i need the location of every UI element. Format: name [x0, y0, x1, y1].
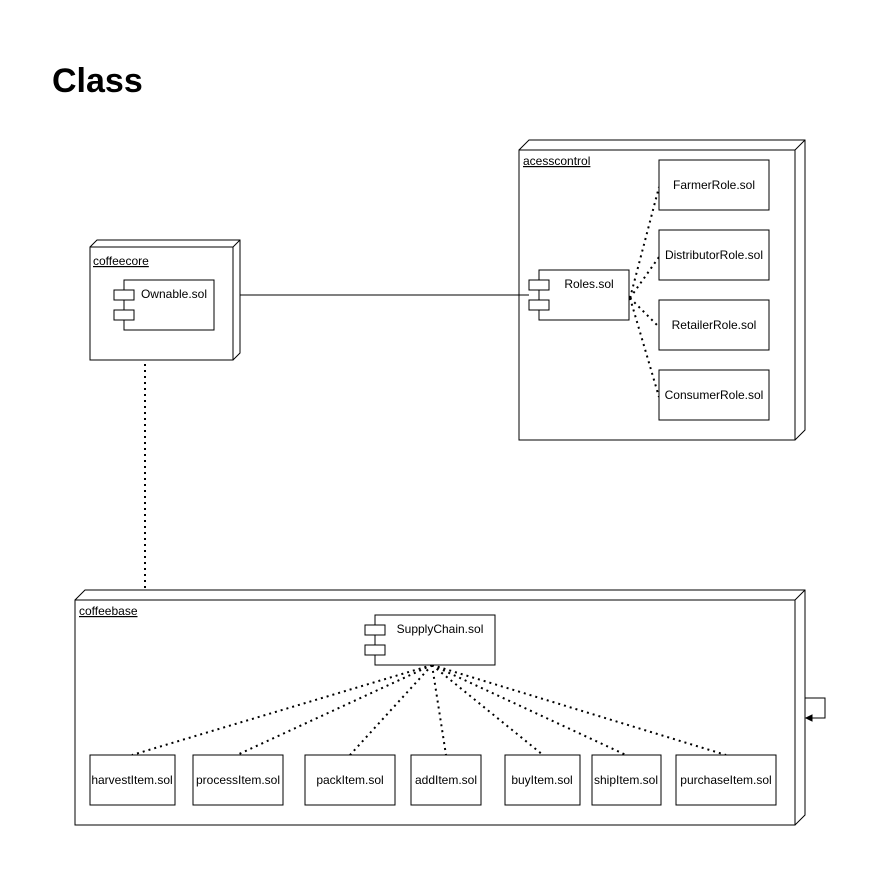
component-port-icon — [364, 624, 386, 636]
node-label-acesscontrol: acesscontrol — [523, 154, 590, 168]
artifact-label: packItem.sol — [316, 773, 383, 787]
component-ownable[interactable]: Ownable.sol — [113, 279, 215, 331]
artifact-processitem[interactable]: processItem.sol — [192, 754, 284, 806]
node-coffeecore[interactable]: coffeecore Ownable.sol — [89, 239, 241, 361]
artifact-additem[interactable]: addItem.sol — [410, 754, 482, 806]
artifact-buyitem[interactable]: buyItem.sol — [504, 754, 581, 806]
artifact-retailerrole[interactable]: RetailerRole.sol — [658, 299, 770, 351]
component-label: Ownable.sol — [141, 287, 207, 301]
diagram-title: Class — [52, 62, 143, 100]
self-loop-arrow-icon — [804, 697, 826, 722]
artifact-packitem[interactable]: packItem.sol — [304, 754, 396, 806]
artifact-farmerrole[interactable]: FarmerRole.sol — [658, 159, 770, 211]
component-supplychain[interactable]: SupplyChain.sol — [364, 614, 496, 666]
artifact-label: harvestItem.sol — [91, 773, 172, 787]
artifact-label: RetailerRole.sol — [672, 318, 757, 332]
component-port-icon — [113, 309, 135, 321]
node-label-coffeebase: coffeebase — [79, 604, 138, 618]
artifact-consumerrole[interactable]: ConsumerRole.sol — [658, 369, 770, 421]
component-port-icon — [528, 279, 550, 291]
artifact-label: DistributorRole.sol — [665, 248, 763, 262]
component-label: Roles.sol — [564, 277, 613, 291]
artifact-label: purchaseItem.sol — [680, 773, 771, 787]
roles-dependency-lines — [629, 186, 660, 398]
node-label-coffeecore: coffeecore — [93, 254, 149, 268]
artifact-distributorrole[interactable]: DistributorRole.sol — [658, 229, 770, 281]
artifact-label: shipItem.sol — [594, 773, 658, 787]
component-roles[interactable]: Roles.sol — [528, 269, 630, 321]
component-port-icon — [364, 644, 386, 656]
component-port-icon — [528, 299, 550, 311]
component-label: SupplyChain.sol — [397, 622, 484, 636]
artifact-label: buyItem.sol — [511, 773, 572, 787]
artifact-shipitem[interactable]: shipItem.sol — [591, 754, 662, 806]
artifact-label: FarmerRole.sol — [673, 178, 755, 192]
supplychain-dependency-lines — [131, 664, 727, 756]
artifact-label: addItem.sol — [415, 773, 477, 787]
artifact-purchaseitem[interactable]: purchaseItem.sol — [675, 754, 777, 806]
artifact-label: processItem.sol — [196, 773, 280, 787]
artifact-label: ConsumerRole.sol — [665, 388, 764, 402]
artifact-harvestitem[interactable]: harvestItem.sol — [89, 754, 176, 806]
component-port-icon — [113, 289, 135, 301]
